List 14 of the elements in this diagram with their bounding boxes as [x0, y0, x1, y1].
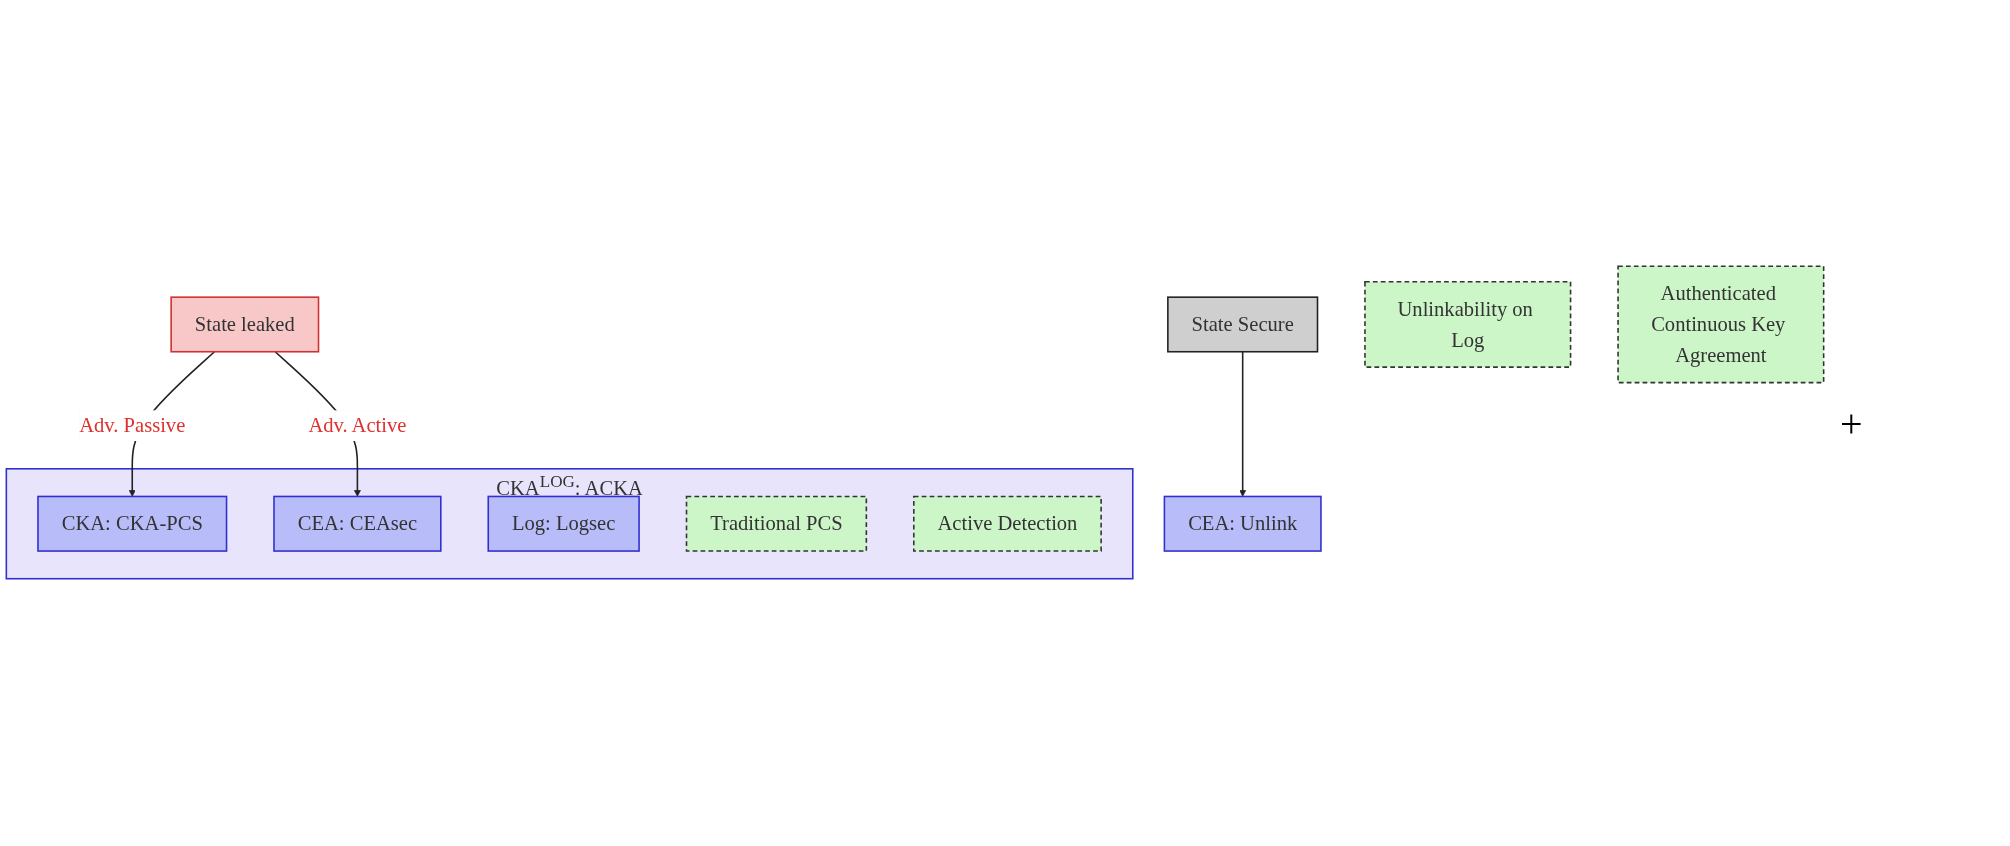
node-box: CKA: CKA-PCS [37, 496, 228, 553]
edge-label: Adv. Active [308, 414, 407, 438]
node-box: State Secure [1167, 296, 1319, 353]
plus-sign: + [1840, 399, 1864, 447]
node-box: Log: Logsec [487, 496, 640, 553]
node-box: Unlinkability on Log [1364, 281, 1572, 369]
node-box: Active Detection [913, 496, 1102, 553]
node-box: CEA: Unlink [1163, 496, 1322, 553]
edge-label: Adv. Passive [79, 414, 186, 438]
arrow [1239, 351, 1247, 498]
node-box: Traditional PCS [685, 496, 868, 553]
node-box: Authenticated Continuous Key Agreement [1617, 266, 1825, 384]
node-box: CEA: CEAsec [273, 496, 442, 553]
node-box: State leaked [170, 296, 320, 353]
